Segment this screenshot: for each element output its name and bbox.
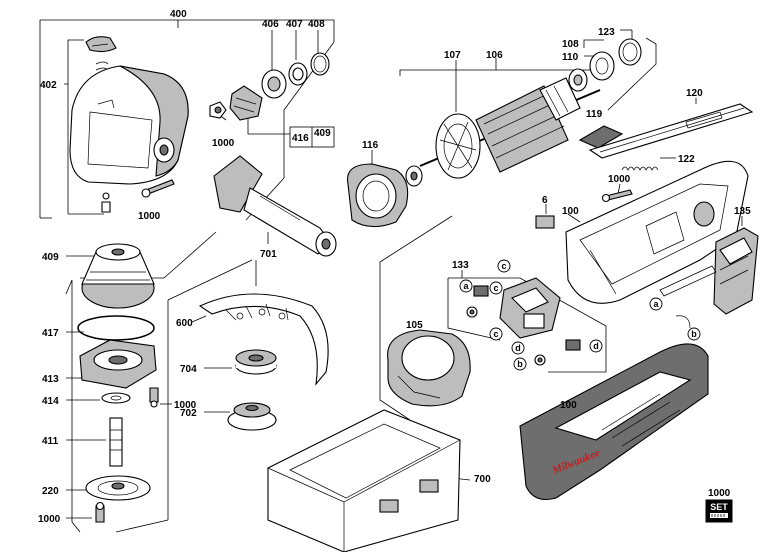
label-1000-gear-nut: 1000 (212, 138, 235, 149)
badge-d-right: d (589, 339, 603, 353)
label-135: 135 (734, 206, 751, 217)
label-120: 120 (686, 88, 703, 99)
label-220: 220 (42, 486, 59, 497)
label-107: 107 (444, 50, 461, 61)
leader-lines (39, 19, 743, 533)
label-110: 110 (562, 52, 579, 63)
label-105: 105 (406, 320, 423, 331)
armature-assembly (405, 38, 642, 187)
label-108: 108 (562, 39, 579, 50)
motor-housing-half (565, 160, 749, 304)
label-701: 701 (260, 249, 277, 260)
badge-b-right: b (687, 327, 701, 341)
carrying-case (267, 409, 461, 552)
label-123: 123 (598, 27, 615, 38)
svg-text:b: b (691, 329, 697, 339)
badge-b-left: b (513, 357, 527, 371)
svg-text:d: d (515, 343, 521, 353)
outer-housing: Milwaukee (519, 343, 709, 501)
label-100-outer-housing: 100 (560, 400, 577, 411)
svg-text:a: a (653, 299, 659, 309)
badge-c-top: c (497, 259, 511, 273)
label-414: 414 (42, 396, 59, 407)
label-133: 133 (452, 260, 469, 271)
svg-text:a: a (463, 281, 469, 291)
label-704: 704 (180, 364, 197, 375)
label-402: 402 (40, 80, 57, 91)
gear-housing-assembly (69, 36, 189, 213)
switch-components (535, 103, 754, 229)
bevel-gear-small (209, 85, 263, 121)
set-badge: SET (705, 499, 733, 523)
reference-badges: c c a c d d b a (459, 259, 701, 371)
svg-text:c: c (493, 329, 498, 339)
svg-text:c: c (493, 283, 498, 293)
label-119: 119 (586, 109, 603, 120)
label-408: 408 (308, 19, 325, 30)
label-6: 6 (542, 195, 548, 206)
switch-module (659, 227, 759, 329)
label-702: 702 (180, 408, 197, 419)
svg-text:b: b (517, 359, 523, 369)
badge-a-left: a (459, 279, 473, 293)
bearing-bracket (346, 163, 409, 228)
label-116: 116 (362, 140, 379, 151)
badge-d-left: d (511, 341, 525, 355)
badge-c-mid: c (489, 327, 503, 341)
label-407: 407 (286, 19, 303, 30)
label-106: 106 (486, 50, 503, 61)
label-406: 406 (262, 19, 279, 30)
label-122: 122 (678, 154, 695, 165)
label-416: 416 (292, 133, 309, 144)
svg-text:SET: SET (710, 502, 728, 512)
part-number-labels: 400 402 406 407 408 1000 416 409 1000 10… (38, 9, 751, 525)
label-600: 600 (176, 318, 193, 329)
guard-and-flanges (198, 293, 329, 431)
label-1000-bearing-screw: 1000 (174, 400, 197, 411)
label-413: 413 (42, 374, 59, 385)
label-417: 417 (42, 328, 59, 339)
side-handle (213, 155, 337, 257)
bearing-set-top (261, 52, 330, 99)
svg-text:c: c (501, 261, 506, 271)
label-100-housing: 100 (562, 206, 579, 217)
label-1000-switch-screw: 1000 (608, 174, 631, 185)
label-1000-set: 1000 (708, 488, 731, 499)
badge-c-upper: c (489, 281, 503, 295)
label-411: 411 (42, 436, 59, 447)
label-409-left: 409 (42, 252, 59, 263)
label-1000-housing-screw: 1000 (138, 211, 161, 222)
label-409-top: 409 (314, 128, 331, 139)
label-400: 400 (170, 9, 187, 20)
badge-a-right: a (649, 297, 663, 311)
label-700: 700 (474, 474, 491, 485)
brush-holder-group (466, 277, 581, 366)
field-stator (387, 329, 471, 407)
spindle-assembly (77, 243, 159, 523)
svg-text:d: d (593, 341, 599, 351)
label-1000-flange-screw: 1000 (38, 514, 61, 525)
